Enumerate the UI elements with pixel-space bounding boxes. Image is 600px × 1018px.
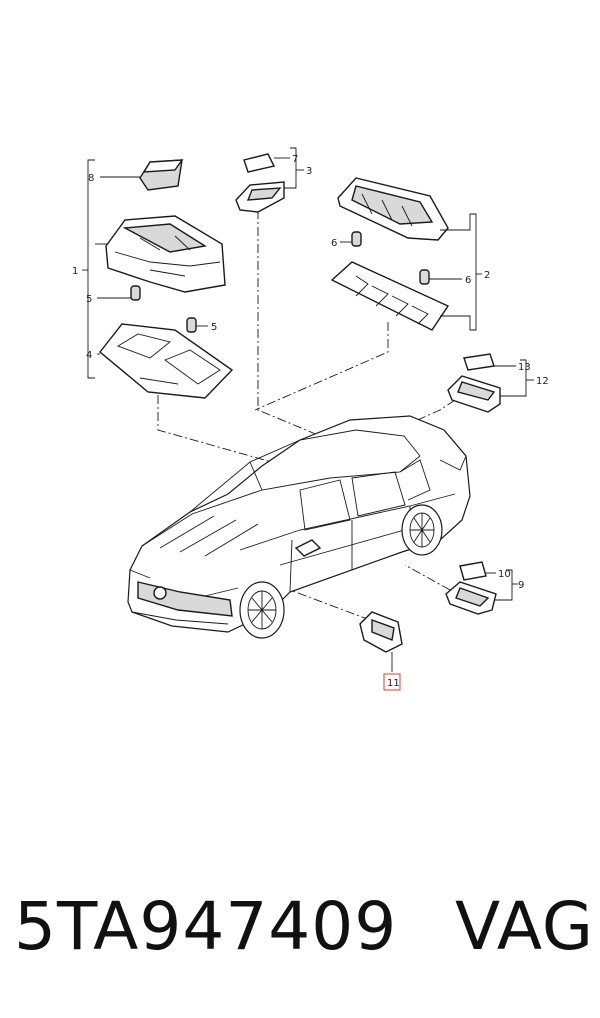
caption: 5TA947409 VAG (14, 888, 594, 988)
part-5-bulb-left (97, 285, 141, 301)
callout-6b: 6 (465, 275, 471, 286)
part-number: 5TA947409 (14, 888, 398, 965)
part-11-switch (359, 611, 403, 672)
callout-10: 10 (498, 569, 511, 580)
part-7-bulb (243, 153, 290, 173)
overhead-console-housing (95, 215, 226, 293)
part-8-switch (100, 159, 184, 191)
callout-2: 2 (484, 270, 490, 281)
callout-9: 9 (518, 580, 524, 591)
callout-11-highlight (383, 673, 401, 691)
part-6-bulb-right (419, 269, 462, 285)
callout-6a: 6 (331, 238, 337, 249)
callout-3: 3 (306, 166, 312, 177)
bracket-2 (470, 213, 477, 331)
callout-4: 4 (86, 350, 92, 361)
part-5-bulb-right (186, 317, 208, 333)
callout-12: 12 (536, 376, 549, 387)
parts-diagram: 1 8 5 5 4 7 (72, 147, 549, 691)
part-2-lens-frame (330, 261, 476, 331)
bracket-1 (82, 159, 95, 379)
callout-1: 1 (72, 266, 78, 277)
part-10-bulb (459, 561, 496, 581)
callout-7: 7 (292, 154, 298, 165)
part-3-lamp-housing (235, 147, 304, 213)
car-illustration (127, 415, 471, 639)
callout-11: 11 (387, 678, 400, 689)
callout-8: 8 (88, 173, 94, 184)
part-6-bulb-left (340, 231, 362, 247)
callout-5a: 5 (86, 294, 92, 305)
callout-5b: 5 (211, 322, 217, 333)
assembly-lines (157, 210, 456, 621)
part-2-console-housing (337, 177, 476, 241)
part-12-lamp (447, 359, 534, 413)
part-9-lamp (445, 569, 518, 615)
callout-13: 13 (518, 362, 531, 373)
part-13-bulb (463, 353, 516, 371)
brand-name: VAG (454, 888, 594, 965)
part-4-trim-panel (97, 323, 234, 399)
